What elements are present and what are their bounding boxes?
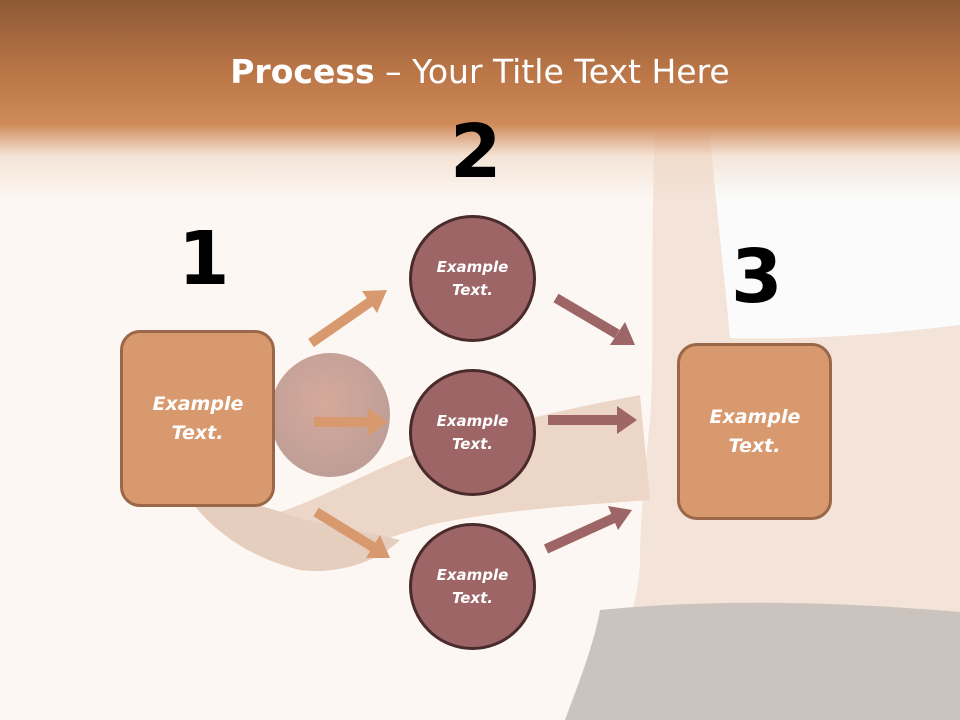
slide-title: Process – Your Title Text Here xyxy=(0,52,960,91)
arrow-left-to-bottom xyxy=(313,507,390,558)
arrow-left-to-mid xyxy=(314,408,388,436)
arrow-bottom-to-right xyxy=(543,506,632,554)
process-circle-bottom[interactable]: Example Text. xyxy=(409,523,536,650)
arrow-left-to-top xyxy=(308,290,387,348)
process-box-end-label: Example Text. xyxy=(709,405,801,457)
process-box-end[interactable]: Example Text. xyxy=(677,343,832,520)
step-number-2: 2 xyxy=(450,109,502,195)
header-band xyxy=(0,0,960,200)
process-circle-middle-label: Example Text. xyxy=(436,411,509,453)
process-box-start-label: Example Text. xyxy=(152,392,244,444)
arrow-top-to-right xyxy=(553,293,635,345)
process-circle-bottom-label: Example Text. xyxy=(436,565,509,607)
process-circle-middle[interactable]: Example Text. xyxy=(409,369,536,496)
title-bold: Process xyxy=(230,52,375,91)
process-circle-top[interactable]: Example Text. xyxy=(409,215,536,342)
step-number-1: 1 xyxy=(178,216,230,302)
process-circle-top-label: Example Text. xyxy=(436,257,509,299)
title-rest: – Your Title Text Here xyxy=(374,52,730,91)
arrow-mid-to-right xyxy=(548,406,637,434)
step-number-3: 3 xyxy=(731,234,783,320)
process-box-start[interactable]: Example Text. xyxy=(120,330,275,507)
